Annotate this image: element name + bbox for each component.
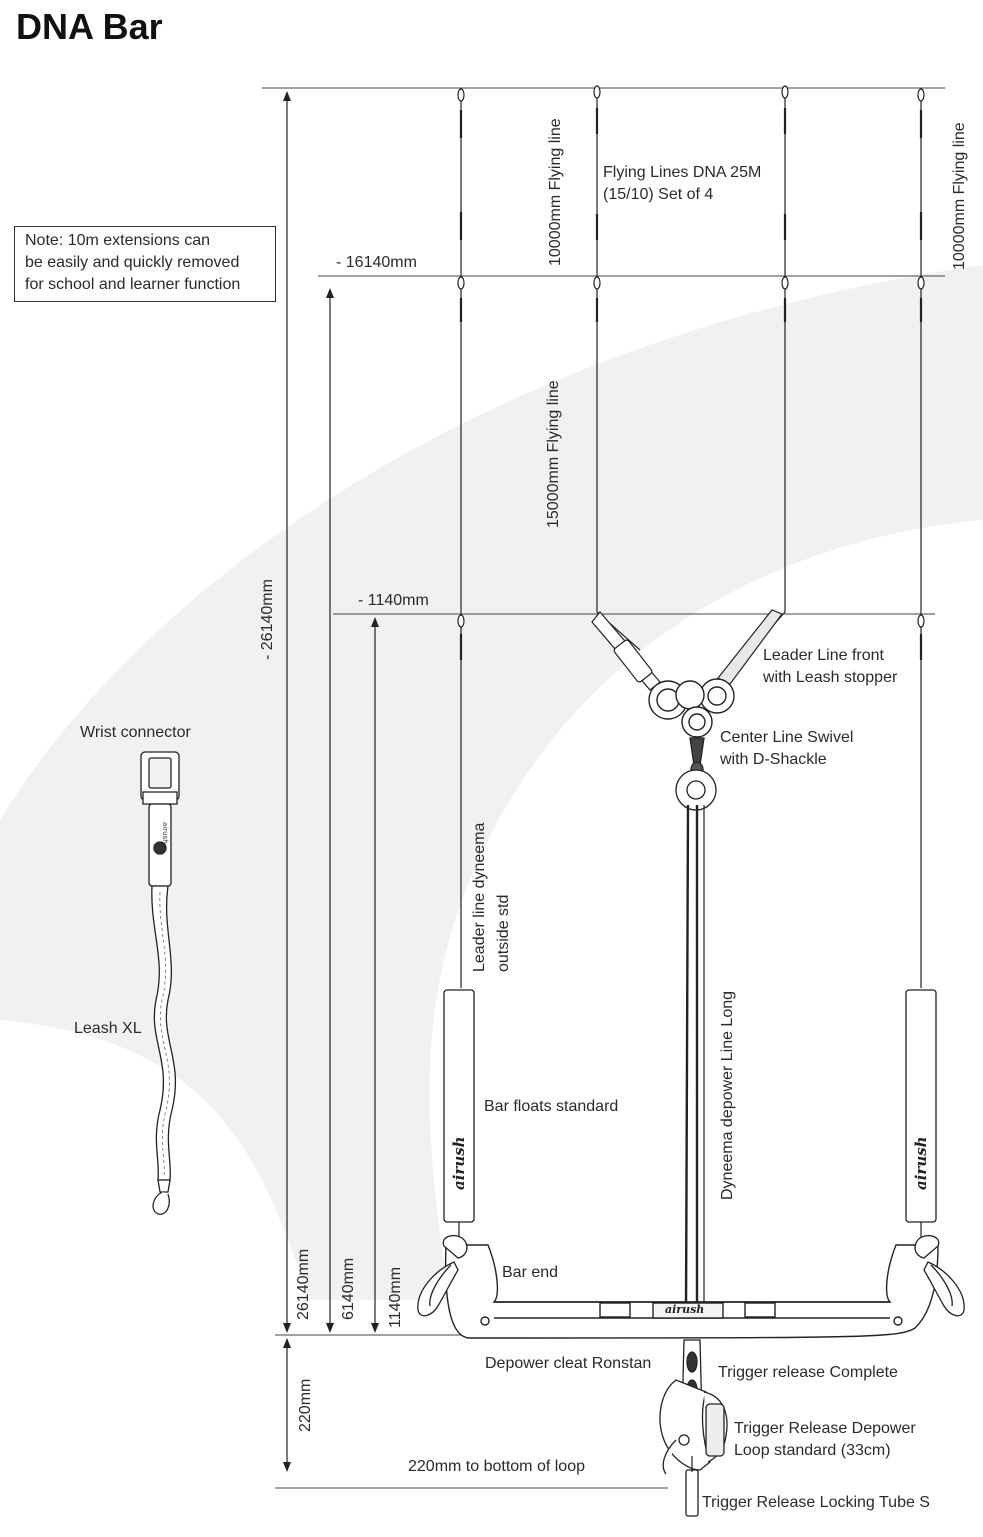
label-wrist-connector: Wrist connector	[80, 724, 191, 741]
label-flying-lines-set: Flying Lines DNA 25M	[603, 164, 762, 181]
depower-lines	[684, 804, 705, 1315]
label-leader-line-dyneema: Leader line dyneema	[471, 822, 488, 972]
dimension-label-1140: - 1140mm	[358, 592, 429, 609]
dimension-label-26140: 26140mm	[295, 1248, 312, 1320]
note-line: be easily and quickly removed	[25, 254, 240, 271]
bar-end-left	[417, 1234, 468, 1317]
dimension-label-16140: - 16140mm	[336, 254, 417, 271]
label-flying-lines-set-2: (15/10) Set of 4	[603, 186, 714, 203]
label-bar-end: Bar end	[502, 1264, 559, 1281]
extensions-note: Note: 10m extensions can be easily and q…	[14, 226, 276, 302]
line-sleeves	[459, 108, 923, 660]
label-depower-line: Dyneema depower Line Long	[719, 990, 736, 1200]
background-swoosh	[0, 265, 983, 1300]
label-flying-line-10000-left: 10000mm Flying line	[547, 118, 564, 266]
label-flying-line-15000: 15000mm Flying line	[545, 380, 562, 528]
label-depower-loop: Loop standard (33cm)	[734, 1442, 891, 1459]
label-d-shackle: with D-Shackle	[720, 751, 827, 768]
svg-text:airush: airush	[161, 822, 169, 844]
leash-stitch	[159, 891, 170, 1177]
label-trigger-release-complete: Trigger release Complete	[718, 1364, 898, 1381]
label-center-line-swivel: Center Line Swivel	[720, 729, 854, 746]
center-line-swivel	[675, 737, 717, 811]
wrist-connector: airush	[140, 751, 180, 887]
dimension-label-26140-neg: - 26140mm	[259, 579, 276, 660]
line-connectors	[457, 85, 925, 628]
label-leash-stopper: with Leash stopper	[763, 669, 898, 686]
label-leash-xl: Leash XL	[74, 1020, 142, 1037]
label-flying-line-10000-right: 10000mm Flying line	[951, 122, 968, 270]
leash-snap-shackle	[152, 1179, 171, 1215]
page-title: DNA Bar	[16, 6, 163, 47]
trigger-release	[659, 1379, 728, 1475]
outer-flying-lines	[460, 92, 922, 988]
bar-end-right	[914, 1234, 965, 1317]
leash-stopper-cylinder	[613, 639, 653, 683]
pulley-rings	[648, 678, 735, 738]
dimension-label-1140-bar: 1140mm	[387, 1266, 404, 1328]
bar-brand: airush	[665, 1303, 705, 1316]
leader-sleeve-right	[717, 609, 783, 685]
dimension-label-6140: 6140mm	[340, 1257, 357, 1320]
label-outside-std: outside std	[495, 894, 512, 972]
float-brand-left: airush	[450, 1136, 468, 1190]
label-bar-floats: Bar floats standard	[484, 1098, 619, 1115]
loop-bottom-label: 220mm to bottom of loop	[408, 1458, 585, 1475]
label-depower-cleat: Depower cleat Ronstan	[485, 1355, 652, 1372]
control-bar	[444, 1244, 939, 1339]
note-line: for school and learner function	[25, 276, 241, 293]
note-line: Note: 10m extensions can	[25, 232, 210, 249]
label-locking-tube: Trigger Release Locking Tube S	[702, 1494, 930, 1511]
dimension-label-220: 220mm	[297, 1378, 314, 1432]
float-brand-right: airush	[912, 1136, 930, 1190]
label-trigger-release-depower: Trigger Release Depower	[734, 1420, 916, 1437]
label-leader-line-front: Leader Line front	[763, 647, 884, 664]
locking-tube	[685, 1469, 699, 1517]
